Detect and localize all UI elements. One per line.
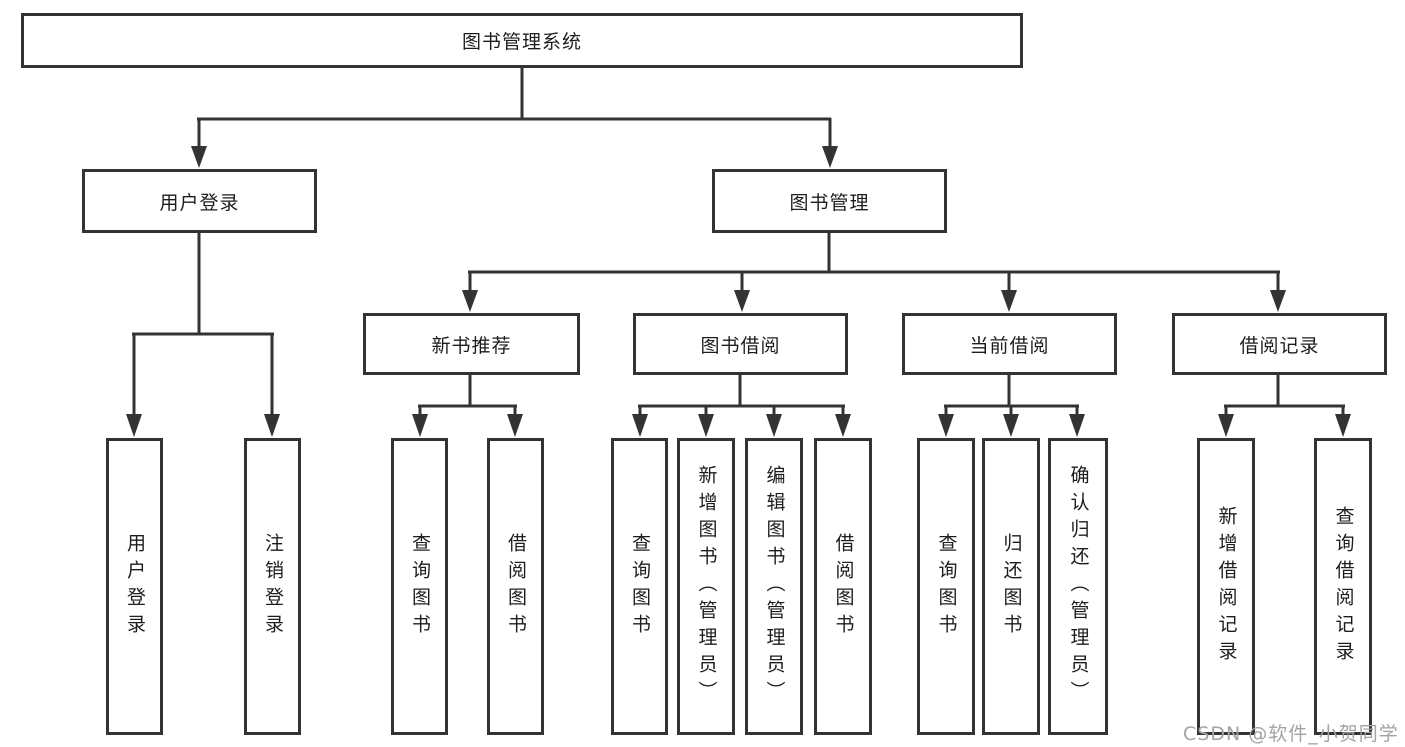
node-book-management-label: 图书管理 (789, 191, 870, 214)
node-book-borrow: 图书借阅 (633, 313, 848, 375)
leaf-confirm-return-admin-label: 确认归还（管理员） (1067, 465, 1090, 708)
leaf-query-book-2: 查询图书 (611, 438, 668, 735)
leaf-logout: 注销登录 (244, 438, 301, 735)
leaf-query-borrow-record: 查询借阅记录 (1314, 438, 1372, 735)
node-new-book-recommend: 新书推荐 (363, 313, 580, 375)
leaf-query-book-3: 查询图书 (917, 438, 975, 735)
node-current-borrow-label: 当前借阅 (969, 334, 1050, 357)
leaf-query-book-3-label: 查询图书 (935, 532, 958, 641)
leaf-add-borrow-record: 新增借阅记录 (1197, 438, 1255, 735)
leaf-add-book-admin: 新增图书（管理员） (677, 438, 735, 735)
leaf-confirm-return-admin: 确认归还（管理员） (1048, 438, 1108, 735)
node-current-borrow: 当前借阅 (902, 313, 1117, 375)
leaf-return-book-label: 归还图书 (1000, 532, 1023, 641)
leaf-edit-book-admin-label: 编辑图书（管理员） (763, 465, 786, 708)
leaf-add-book-admin-label: 新增图书（管理员） (695, 465, 718, 708)
node-new-book-recommend-label: 新书推荐 (431, 334, 512, 357)
node-borrow-records: 借阅记录 (1172, 313, 1387, 375)
leaf-borrow-book-1: 借阅图书 (487, 438, 544, 735)
leaf-borrow-book-1-label: 借阅图书 (505, 532, 527, 641)
leaf-borrow-book-2-label: 借阅图书 (832, 532, 855, 641)
node-user-login-label: 用户登录 (159, 191, 240, 214)
node-user-login: 用户登录 (82, 169, 317, 233)
leaf-user-login: 用户登录 (106, 438, 163, 735)
csdn-watermark: CSDN @软件_小贺同学 (1183, 723, 1399, 745)
node-book-borrow-label: 图书借阅 (700, 334, 781, 357)
leaf-query-borrow-record-label: 查询借阅记录 (1332, 505, 1355, 668)
leaf-edit-book-admin: 编辑图书（管理员） (745, 438, 803, 735)
leaf-logout-label: 注销登录 (262, 532, 284, 641)
node-book-management: 图书管理 (712, 169, 947, 233)
leaf-add-borrow-record-label: 新增借阅记录 (1215, 505, 1238, 668)
leaf-query-book-1-label: 查询图书 (409, 532, 431, 641)
leaf-user-login-label: 用户登录 (124, 532, 146, 641)
leaf-query-book-2-label: 查询图书 (629, 532, 651, 641)
node-root: 图书管理系统 (21, 13, 1023, 68)
node-root-label: 图书管理系统 (461, 31, 582, 53)
leaf-borrow-book-2: 借阅图书 (814, 438, 872, 735)
leaf-return-book: 归还图书 (982, 438, 1040, 735)
node-borrow-records-label: 借阅记录 (1239, 334, 1320, 357)
leaf-query-book-1: 查询图书 (391, 438, 448, 735)
